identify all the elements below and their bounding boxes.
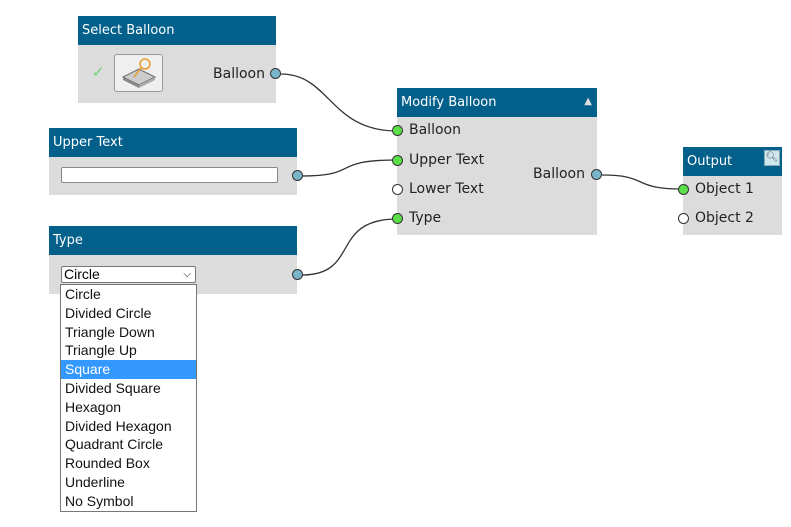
input-port-type[interactable] bbox=[392, 213, 403, 224]
output-label: Balloon bbox=[213, 66, 265, 82]
input-port-object-1[interactable] bbox=[678, 184, 689, 195]
upper-text-node[interactable]: Upper Text bbox=[49, 128, 303, 195]
wire-upper-text bbox=[301, 159, 398, 177]
option[interactable]: Underline bbox=[65, 473, 125, 490]
node-title: Modify Balloon ▲ bbox=[397, 88, 597, 117]
option[interactable]: Circle bbox=[65, 286, 101, 302]
balloon-select-icon bbox=[121, 58, 157, 88]
option[interactable]: Divided Square bbox=[65, 379, 161, 396]
option[interactable]: Divided Circle bbox=[65, 304, 152, 321]
option[interactable]: Triangle Up bbox=[65, 342, 137, 359]
selected-value: Circle bbox=[64, 266, 100, 282]
wire-output bbox=[601, 174, 684, 190]
title-text: Output bbox=[687, 154, 733, 169]
wire-type bbox=[301, 218, 398, 276]
output-port[interactable] bbox=[292, 170, 303, 181]
select-balloon-button[interactable] bbox=[114, 54, 163, 92]
option[interactable]: Triangle Down bbox=[65, 323, 155, 340]
output-port[interactable] bbox=[292, 269, 303, 280]
modify-balloon-node[interactable]: Modify Balloon ▲ Balloon Upper Text Lowe… bbox=[392, 88, 602, 235]
node-title: Output 🔍︎ bbox=[683, 147, 782, 176]
option[interactable]: Divided Hexagon bbox=[65, 417, 172, 434]
node-title: Upper Text bbox=[49, 128, 297, 157]
option[interactable]: Quadrant Circle bbox=[65, 436, 164, 453]
node-title: Type bbox=[49, 226, 297, 255]
magnifier-icon[interactable]: 🔍︎ bbox=[764, 150, 780, 166]
option[interactable]: Hexagon bbox=[65, 398, 122, 415]
check-icon: ✓ bbox=[92, 63, 105, 81]
node-title: Select Balloon bbox=[78, 16, 276, 45]
type-node[interactable]: Type Circle ⌵ bbox=[49, 226, 303, 294]
input-label: Type bbox=[409, 210, 442, 226]
output-port[interactable] bbox=[591, 169, 602, 180]
chevron-down-icon: ⌵ bbox=[183, 269, 191, 280]
input-port-upper-text[interactable] bbox=[392, 155, 403, 166]
type-select[interactable]: Circle ⌵ bbox=[61, 266, 196, 283]
collapse-icon[interactable]: ▲ bbox=[584, 96, 592, 107]
option[interactable]: No Symbol bbox=[65, 492, 134, 509]
input-port-object-2[interactable] bbox=[678, 213, 689, 224]
option-highlighted[interactable]: Square bbox=[61, 360, 196, 379]
type-dropdown-list[interactable]: Circle Divided Circle Triangle Down Tria… bbox=[60, 284, 197, 512]
wire-balloon bbox=[280, 73, 398, 132]
upper-text-input[interactable] bbox=[61, 167, 278, 183]
title-text: Modify Balloon bbox=[401, 95, 497, 110]
input-label: Upper Text bbox=[409, 152, 485, 168]
input-label: Balloon bbox=[409, 122, 461, 138]
output-node[interactable]: Output 🔍︎ Object 1 Object 2 bbox=[678, 147, 782, 235]
output-label: Balloon bbox=[533, 166, 585, 182]
select-balloon-node[interactable]: Select Balloon ✓ Balloon bbox=[78, 16, 281, 103]
output-port[interactable] bbox=[270, 68, 281, 79]
input-label: Object 1 bbox=[695, 181, 754, 197]
input-label: Object 2 bbox=[695, 210, 754, 226]
option[interactable]: Rounded Box bbox=[65, 455, 150, 472]
input-label: Lower Text bbox=[409, 181, 484, 197]
input-port-balloon[interactable] bbox=[392, 125, 403, 136]
input-port-lower-text[interactable] bbox=[392, 184, 403, 195]
